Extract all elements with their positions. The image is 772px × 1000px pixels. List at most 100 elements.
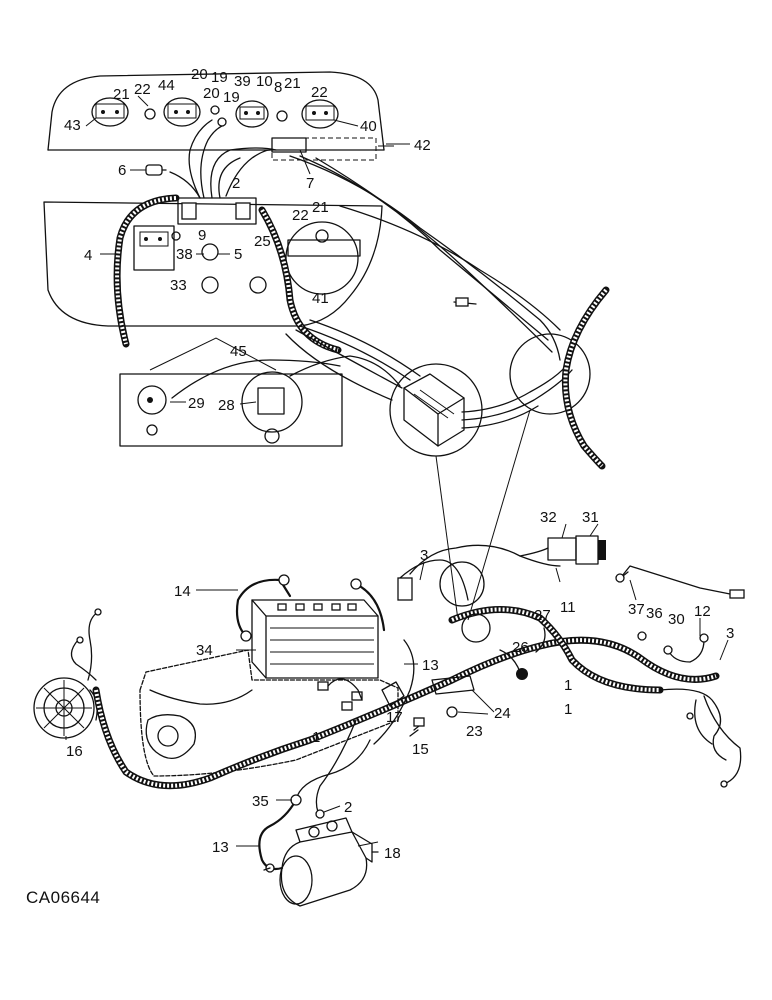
- callout-40: 40: [360, 118, 377, 135]
- callout-37: 37: [628, 601, 645, 618]
- indicator-lamp-20: [210, 105, 220, 115]
- callout-23: 23: [466, 723, 483, 740]
- connector-3: [397, 577, 413, 601]
- callout-8: 8: [274, 79, 282, 96]
- engine-block: [139, 649, 399, 777]
- sender-30: [663, 645, 673, 655]
- detail-circle-junction: [509, 333, 591, 415]
- alternator-16: [33, 677, 98, 739]
- lower-dash-plate: [119, 371, 343, 447]
- dash-panel: [43, 197, 383, 327]
- fuse-15: [413, 717, 425, 727]
- switch-29: [137, 385, 167, 415]
- callout-39: 39: [234, 73, 251, 90]
- connector-block-25: [177, 197, 257, 225]
- callout-22: 22: [292, 207, 309, 224]
- callout-12: 12: [694, 603, 711, 620]
- panel-bracket-42: [271, 137, 377, 161]
- callout-24: 24: [494, 705, 511, 722]
- callout-14: 14: [174, 583, 191, 600]
- callout-31: 31: [582, 509, 599, 526]
- callout-3: 3: [420, 547, 428, 564]
- callout-21: 21: [113, 86, 130, 103]
- callout-4: 4: [84, 247, 92, 264]
- callout-1: 1: [564, 677, 572, 694]
- indicator-lamp-22b: [315, 229, 329, 243]
- connector-block-main: [403, 373, 465, 447]
- battery-34: [251, 599, 379, 679]
- gauge-44: [163, 97, 201, 127]
- receptacle-31: [575, 535, 599, 565]
- leader-lines: [65, 95, 729, 847]
- terminal-35: [290, 794, 302, 806]
- callout-1: 1: [564, 701, 572, 718]
- callout-36: 36: [646, 605, 663, 622]
- chassis-harness: [70, 535, 745, 873]
- dash-harness: [113, 119, 561, 401]
- bracket-45: [149, 337, 277, 371]
- callout-1: 1: [312, 729, 320, 746]
- callout-13: 13: [422, 657, 439, 674]
- callout-2: 2: [344, 799, 352, 816]
- sender-12: [699, 633, 709, 643]
- switch-28: [257, 387, 285, 415]
- callout-18: 18: [384, 845, 401, 862]
- callout-22: 22: [134, 81, 151, 98]
- callout-21: 21: [284, 75, 301, 92]
- callout-33: 33: [170, 277, 187, 294]
- sender-26: [516, 668, 528, 680]
- indicator-lamp-21: [276, 110, 288, 122]
- callout-11: 11: [560, 599, 576, 616]
- detail-circle-grommet: [461, 613, 491, 643]
- callout-38: 38: [176, 246, 193, 263]
- callout-20: 20: [203, 85, 220, 102]
- callout-13: 13: [212, 839, 229, 856]
- callout-32: 32: [540, 509, 557, 526]
- callout-35: 35: [252, 793, 269, 810]
- callout-42: 42: [414, 137, 431, 154]
- callout-41: 41: [312, 290, 329, 307]
- callout-16: 16: [66, 743, 83, 760]
- callout-43: 43: [64, 117, 81, 134]
- mount-plate-7: [271, 137, 307, 153]
- detail-circle-bulkhead: [439, 561, 485, 607]
- gauge-41: [285, 221, 359, 295]
- bracket-24: [431, 675, 475, 695]
- callout-29: 29: [188, 395, 205, 412]
- callout-27: 27: [534, 607, 551, 624]
- callout-34: 34: [196, 642, 213, 659]
- callout-20: 20: [191, 66, 208, 83]
- callout-10: 10: [256, 73, 273, 90]
- callout-22: 22: [311, 84, 328, 101]
- callout-28: 28: [218, 397, 235, 414]
- callout-25: 25: [254, 233, 271, 250]
- gauge-40: [301, 99, 339, 129]
- starter-motor-18: [279, 817, 379, 907]
- callout-30: 30: [668, 611, 685, 628]
- callout-44: 44: [158, 77, 175, 94]
- callout-5: 5: [234, 246, 242, 263]
- catalog-code: CA06644: [26, 888, 101, 907]
- indicator-lamp-22: [144, 108, 156, 120]
- gauge-39: [235, 100, 269, 128]
- gauge-43: [91, 97, 129, 127]
- switch-33: [133, 225, 175, 271]
- indicator-lamp-19: [217, 117, 227, 127]
- instrument-panel: [47, 71, 385, 161]
- callout-19: 19: [211, 69, 228, 86]
- callout-3: 3: [726, 625, 734, 642]
- sender-36: [637, 631, 647, 641]
- terminal-2: [315, 809, 325, 819]
- sender-23: [446, 706, 458, 718]
- callout-labels: 21 22 44 20 19 39 10 8 21 22 20 19 43 40…: [64, 66, 734, 862]
- plug-32: [547, 537, 577, 561]
- callout-21: 21: [312, 199, 329, 216]
- callout-9: 9: [198, 227, 206, 244]
- callout-17: 17: [386, 709, 403, 726]
- detail-circle-28: [241, 371, 303, 433]
- callout-7: 7: [306, 175, 314, 192]
- switch-5: [201, 243, 219, 261]
- callout-6: 6: [118, 162, 126, 179]
- callout-45: 45: [230, 343, 247, 360]
